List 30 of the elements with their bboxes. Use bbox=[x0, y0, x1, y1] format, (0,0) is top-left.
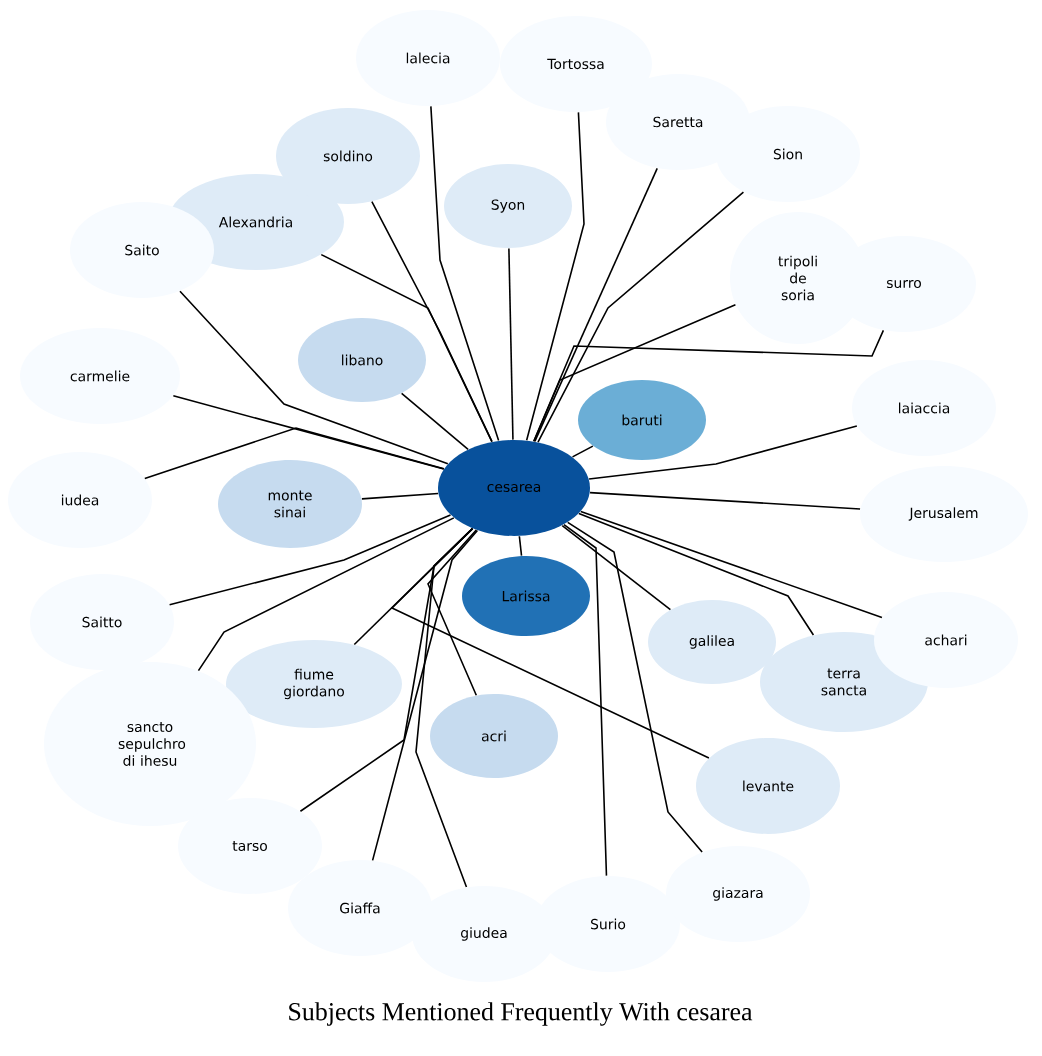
connector-line bbox=[508, 247, 514, 441]
connector-line bbox=[578, 512, 815, 636]
connector-line bbox=[430, 105, 500, 442]
connector-line bbox=[168, 514, 452, 606]
connector-line bbox=[580, 510, 883, 619]
connector-line bbox=[525, 111, 585, 442]
connector-line bbox=[534, 167, 658, 443]
connector-line bbox=[537, 191, 745, 443]
chart-title: Subjects Mentioned Frequently With cesarea bbox=[289, 1002, 753, 1026]
connector-line bbox=[532, 329, 885, 443]
connector-line bbox=[533, 304, 737, 443]
connector-line bbox=[415, 527, 474, 888]
connector-line bbox=[172, 395, 445, 470]
connector-line bbox=[361, 492, 439, 500]
connector-line bbox=[563, 523, 608, 877]
connector-line bbox=[400, 392, 469, 451]
connector-line bbox=[390, 527, 710, 759]
connector-line bbox=[518, 535, 523, 557]
connector-line bbox=[588, 425, 858, 480]
connector-line bbox=[571, 445, 594, 458]
connector-line bbox=[561, 524, 672, 611]
connector-line bbox=[427, 529, 478, 697]
connector-line bbox=[320, 253, 493, 443]
connector-line bbox=[371, 529, 479, 862]
connector-line bbox=[179, 290, 449, 465]
connector-line bbox=[197, 517, 455, 672]
connector-line bbox=[371, 200, 493, 443]
connector-line bbox=[589, 491, 861, 510]
connector-line bbox=[566, 521, 703, 853]
connector-line bbox=[144, 427, 445, 480]
